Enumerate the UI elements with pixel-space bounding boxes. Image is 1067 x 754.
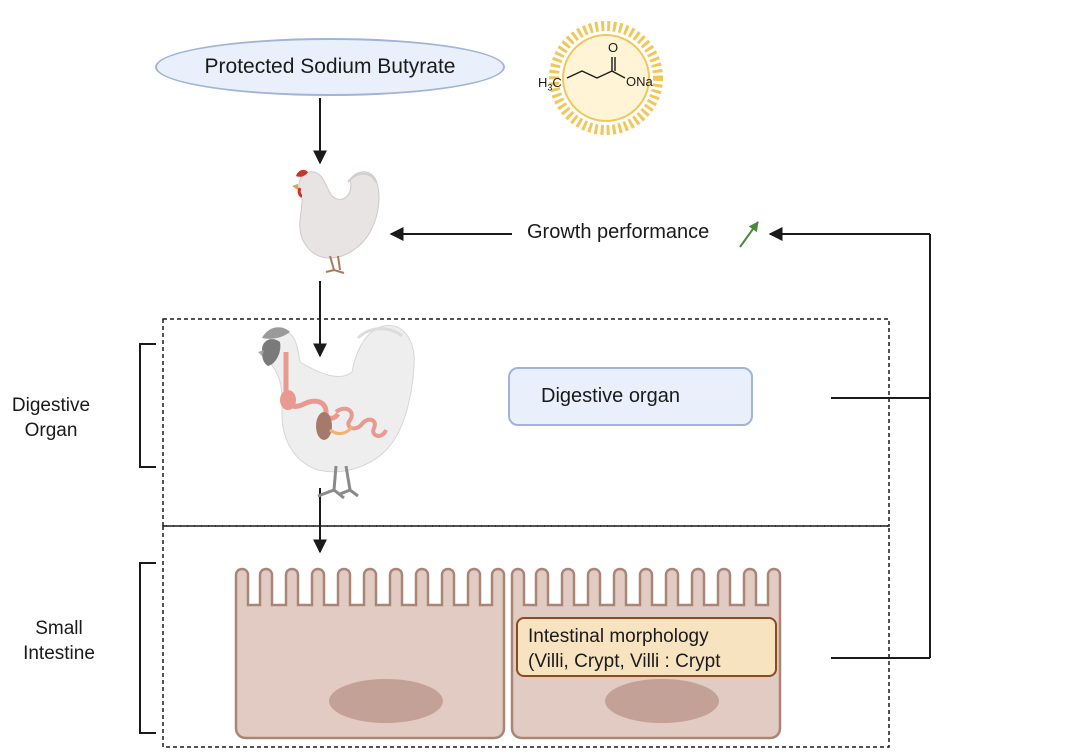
supplement-pill: Protected Sodium Butyrate bbox=[155, 38, 505, 96]
molecule-subscript: 3 bbox=[547, 82, 553, 93]
cell-nucleus bbox=[605, 679, 719, 723]
intestine-bracket bbox=[139, 562, 156, 734]
section-label-line: Small bbox=[35, 618, 83, 639]
intestine-section-box bbox=[162, 525, 890, 748]
digestive-section-box bbox=[162, 318, 890, 527]
section-label-line: Digestive bbox=[11, 395, 91, 416]
micelle-icon bbox=[549, 21, 663, 135]
supplement-label: Protected Sodium Butyrate bbox=[204, 55, 456, 78]
intestinal-morphology-box: Intestinal morphology (Villi, Crypt, Vil… bbox=[516, 617, 777, 677]
molecule-h-text: H bbox=[538, 75, 548, 90]
digestive-organ-box: Digestive organ bbox=[508, 367, 753, 426]
molecule-ona-label: ONa bbox=[626, 74, 653, 89]
intestinal-cell-left bbox=[234, 567, 506, 740]
molecule-c-text: C bbox=[552, 75, 562, 90]
digestive-organ-label: Digestive organ bbox=[541, 385, 680, 407]
molecule-oxygen-label: O bbox=[608, 40, 619, 55]
molecule-h3c-label: H3C bbox=[538, 75, 562, 93]
growth-performance-label: Growth performance bbox=[527, 221, 710, 243]
cell-nucleus bbox=[329, 679, 443, 723]
chicken-digestive-tract-icon bbox=[258, 325, 415, 500]
small-intestine-section-label: Small Intestine bbox=[8, 616, 110, 666]
feedback-connector bbox=[768, 227, 931, 659]
section-label-line: Intestine bbox=[23, 643, 95, 664]
morphology-line-2: (Villi, Crypt, Villi : Crypt bbox=[528, 651, 721, 672]
increase-arrow-icon bbox=[739, 221, 759, 248]
section-label-line: Organ bbox=[24, 420, 78, 441]
digestive-organ-section-label: Digestive Organ bbox=[0, 393, 102, 443]
morphology-line-1: Intestinal morphology bbox=[528, 626, 709, 647]
chicken-icon bbox=[292, 169, 380, 274]
digestive-bracket bbox=[139, 343, 156, 468]
